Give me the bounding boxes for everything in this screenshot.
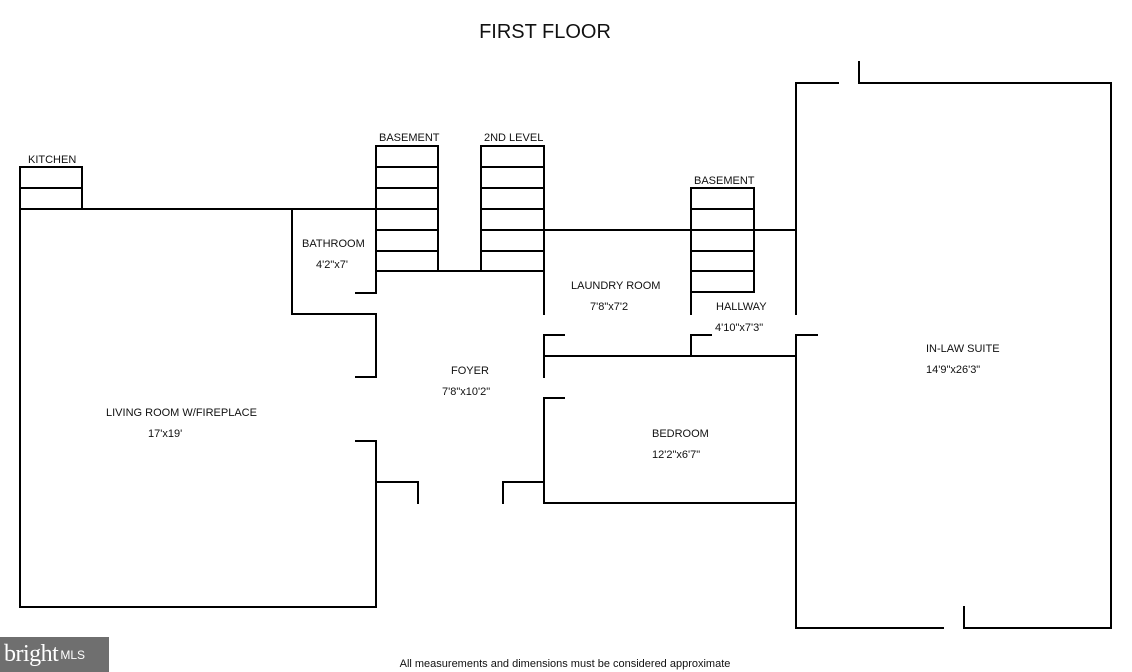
foyer-label: FOYER bbox=[451, 365, 489, 377]
logo-brand: bright bbox=[4, 641, 59, 667]
basement-stairs-label: BASEMENT bbox=[379, 132, 440, 144]
bright-mls-logo: bright MLS bbox=[0, 637, 109, 672]
room-labels: KITCHEN BASEMENT 2ND LEVEL BASEMENT BATH… bbox=[28, 132, 1000, 461]
kitchen-label: KITCHEN bbox=[28, 154, 76, 166]
bedroom-label: BEDROOM bbox=[652, 428, 709, 440]
footnote: All measurements and dimensions must be … bbox=[400, 658, 731, 670]
basement-stairs-2-label: BASEMENT bbox=[694, 175, 755, 187]
bathroom-label: BATHROOM bbox=[302, 238, 365, 250]
bedroom-size: 12'2"x6'7" bbox=[652, 449, 700, 461]
second-level-stairs-label: 2ND LEVEL bbox=[484, 132, 543, 144]
walls bbox=[19, 61, 1112, 629]
in-law-suite-label: IN-LAW SUITE bbox=[926, 343, 1000, 355]
plan-title: FIRST FLOOR bbox=[479, 21, 611, 43]
bathroom-size: 4'2"x7' bbox=[316, 259, 348, 271]
hallway-label: HALLWAY bbox=[716, 301, 767, 313]
laundry-room-size: 7'8"x7'2 bbox=[590, 301, 628, 313]
logo-suffix: MLS bbox=[60, 647, 86, 662]
hallway-size: 4'10"x7'3" bbox=[715, 322, 763, 334]
foyer-size: 7'8"x10'2" bbox=[442, 386, 490, 398]
living-room-label: LIVING ROOM W/FIREPLACE bbox=[106, 407, 257, 419]
in-law-suite-size: 14'9"x26'3" bbox=[926, 364, 980, 376]
laundry-room-label: LAUNDRY ROOM bbox=[571, 280, 660, 292]
living-room-size: 17'x19' bbox=[148, 428, 182, 440]
